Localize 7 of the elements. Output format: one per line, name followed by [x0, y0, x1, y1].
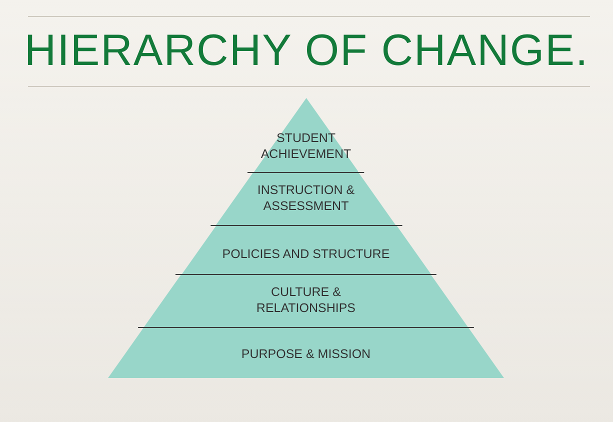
- pyramid-tier: [254, 98, 358, 172]
- tier-label: STUDENT ACHIEVEMENT: [260, 130, 352, 162]
- tier-label: POLICIES AND STRUCTURE: [221, 246, 391, 262]
- tier-label: PURPOSE & MISSION: [240, 346, 372, 362]
- tier-label: CULTURE & RELATIONSHIPS: [255, 284, 357, 316]
- slide-title: HIERARCHY OF CHANGE.: [23, 26, 590, 76]
- tier-label: INSTRUCTION & ASSESSMENT: [256, 182, 356, 214]
